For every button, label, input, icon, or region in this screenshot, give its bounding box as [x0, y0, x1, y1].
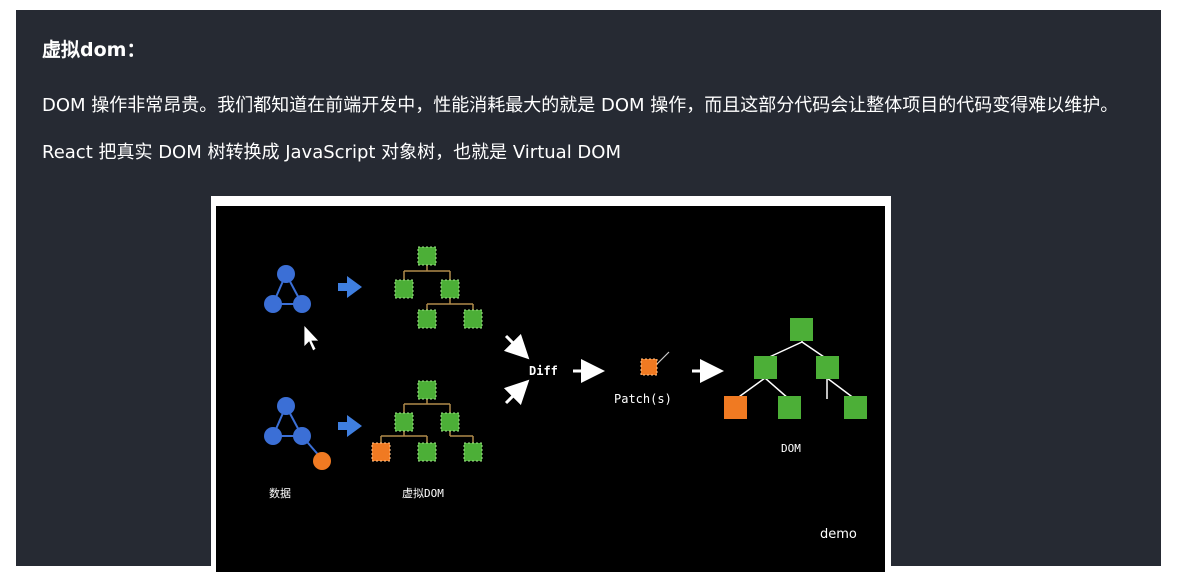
graph-node: [293, 427, 311, 445]
vdom-label: 虚拟DOM: [402, 486, 444, 500]
graph-node: [264, 427, 282, 445]
vdom-node: [394, 412, 414, 432]
mouse-cursor-icon: [303, 323, 320, 352]
diagram-svg: Diff Patch(s): [264, 246, 867, 542]
vdom-node-new: [371, 442, 391, 462]
demo-label: demo: [820, 527, 857, 542]
vdom-node: [463, 309, 483, 329]
data-label: 数据: [269, 486, 291, 500]
intro-paragraph: DOM 操作非常昂贵。我们都知道在前端开发中，性能消耗最大的就是 DOM 操作，…: [42, 95, 1119, 163]
graph-node: [264, 295, 282, 313]
vdom-node: [440, 412, 460, 432]
diagram-canvas: Diff Patch(s): [216, 206, 885, 572]
arrow-down-right-icon: [503, 333, 530, 360]
dom-node: [790, 318, 813, 341]
vdom-node: [440, 279, 460, 299]
vdom-node: [394, 279, 414, 299]
graph-node: [277, 265, 295, 283]
graph-node-new: [313, 452, 331, 470]
graph-node: [293, 295, 311, 313]
vdom-node: [417, 380, 437, 400]
vdom-tree-top: [403, 256, 474, 310]
dom-node: [754, 356, 777, 379]
section-heading: 虚拟dom：: [42, 39, 146, 61]
virtual-dom-diagram: Diff Patch(s): [211, 196, 891, 572]
dom-node: [778, 396, 801, 419]
patch-connector: [656, 351, 670, 365]
patch-node: [640, 358, 658, 376]
arrow-up-right-icon: [503, 379, 530, 406]
vdom-node: [417, 309, 437, 329]
diff-label: Diff: [529, 364, 558, 378]
vdom-node: [417, 246, 437, 266]
dom-node: [844, 396, 867, 419]
dom-label: DOM: [781, 442, 801, 455]
vdom-node: [417, 442, 437, 462]
arrow-right-icon: [338, 276, 362, 298]
patch-label: Patch(s): [614, 392, 672, 406]
vdom-node: [463, 442, 483, 462]
dom-node: [816, 356, 839, 379]
dom-node-new: [724, 396, 747, 419]
graph-node: [277, 397, 295, 415]
arrow-right-icon: [338, 415, 362, 437]
content-panel: 虚拟dom： DOM 操作非常昂贵。我们都知道在前端开发中，性能消耗最大的就是 …: [16, 10, 1161, 572]
